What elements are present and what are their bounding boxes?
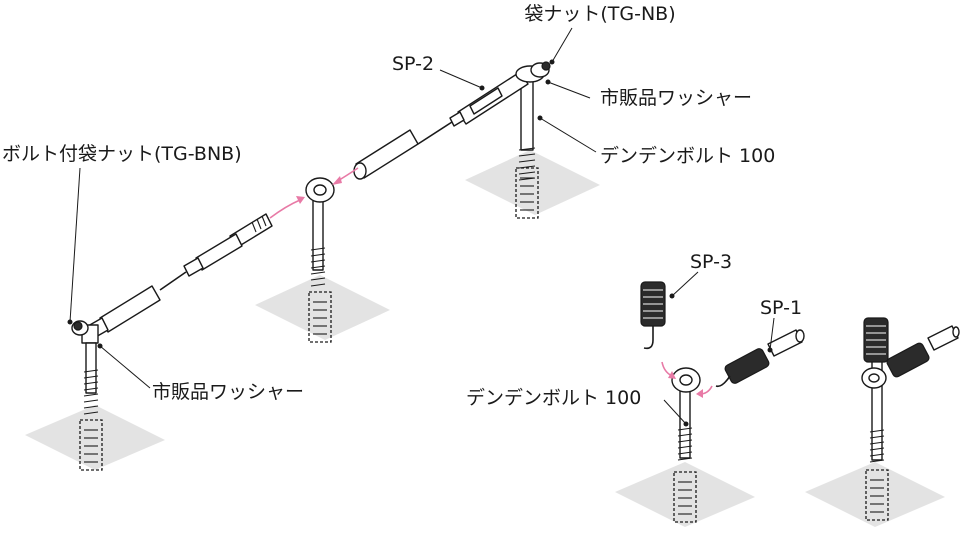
den-den-bolt-left: [79, 342, 103, 471]
cap-nut-top: [515, 61, 551, 83]
ground-plate-middle: [255, 275, 390, 340]
label-washer-top: 市販品ワッシャー: [600, 87, 752, 109]
label-bolt-bottom: デンデンボルト 100: [466, 387, 641, 409]
leader-bolt-top: [537, 115, 597, 153]
insert-arrow-left: [269, 199, 301, 219]
sp2-left-wire: [159, 271, 187, 291]
sp3-spring-hook: [640, 281, 666, 350]
sp1-spring-tensioner: [715, 329, 805, 388]
leader-sp1: [767, 317, 775, 353]
sp2-coupler: [353, 129, 419, 180]
insert-arrow-top-head: [332, 176, 342, 185]
sp3-assembled: [863, 317, 889, 363]
leader-sp3: [669, 271, 699, 299]
sp2-left-threaded-end: [183, 213, 273, 277]
insert-arrow-left-head: [296, 196, 305, 204]
leader-bolt-bottom: [663, 399, 689, 427]
label-cap-nut: 袋ナット(TG-NB): [524, 3, 675, 25]
sp2-left-body: [87, 285, 161, 339]
leader-cap-nut: [549, 27, 573, 65]
label-washer-bottom: 市販品ワッシャー: [152, 381, 304, 403]
leader-bolt-cap-nut: [67, 167, 81, 325]
label-sp3: SP-3: [690, 251, 732, 273]
ground-plate-bottom-right: [805, 462, 945, 527]
sp1-assembled: [886, 325, 960, 378]
hook-arrow-left-head: [668, 371, 676, 379]
label-sp2: SP-2: [392, 53, 434, 75]
hook-arrow-right-head: [696, 389, 703, 398]
sp2-turnbuckle: [417, 71, 529, 145]
label-bolt-top: デンデンボルト 100: [600, 145, 775, 167]
label-sp1: SP-1: [760, 297, 802, 319]
den-den-bolt-middle: [305, 177, 335, 343]
ground-plate-top-right: [465, 150, 600, 215]
leader-washer-top: [545, 79, 591, 99]
ground-plate-bottom-middle: [615, 462, 755, 527]
leader-sp2: [439, 69, 485, 91]
bolt-cap-nut-left: [71, 320, 99, 344]
leader-washer-bottom: [97, 343, 151, 389]
eye-and-hooks-assembled: [861, 367, 887, 389]
label-bolt-cap-nut: ボルト付袋ナット(TG-BNB): [2, 143, 242, 165]
